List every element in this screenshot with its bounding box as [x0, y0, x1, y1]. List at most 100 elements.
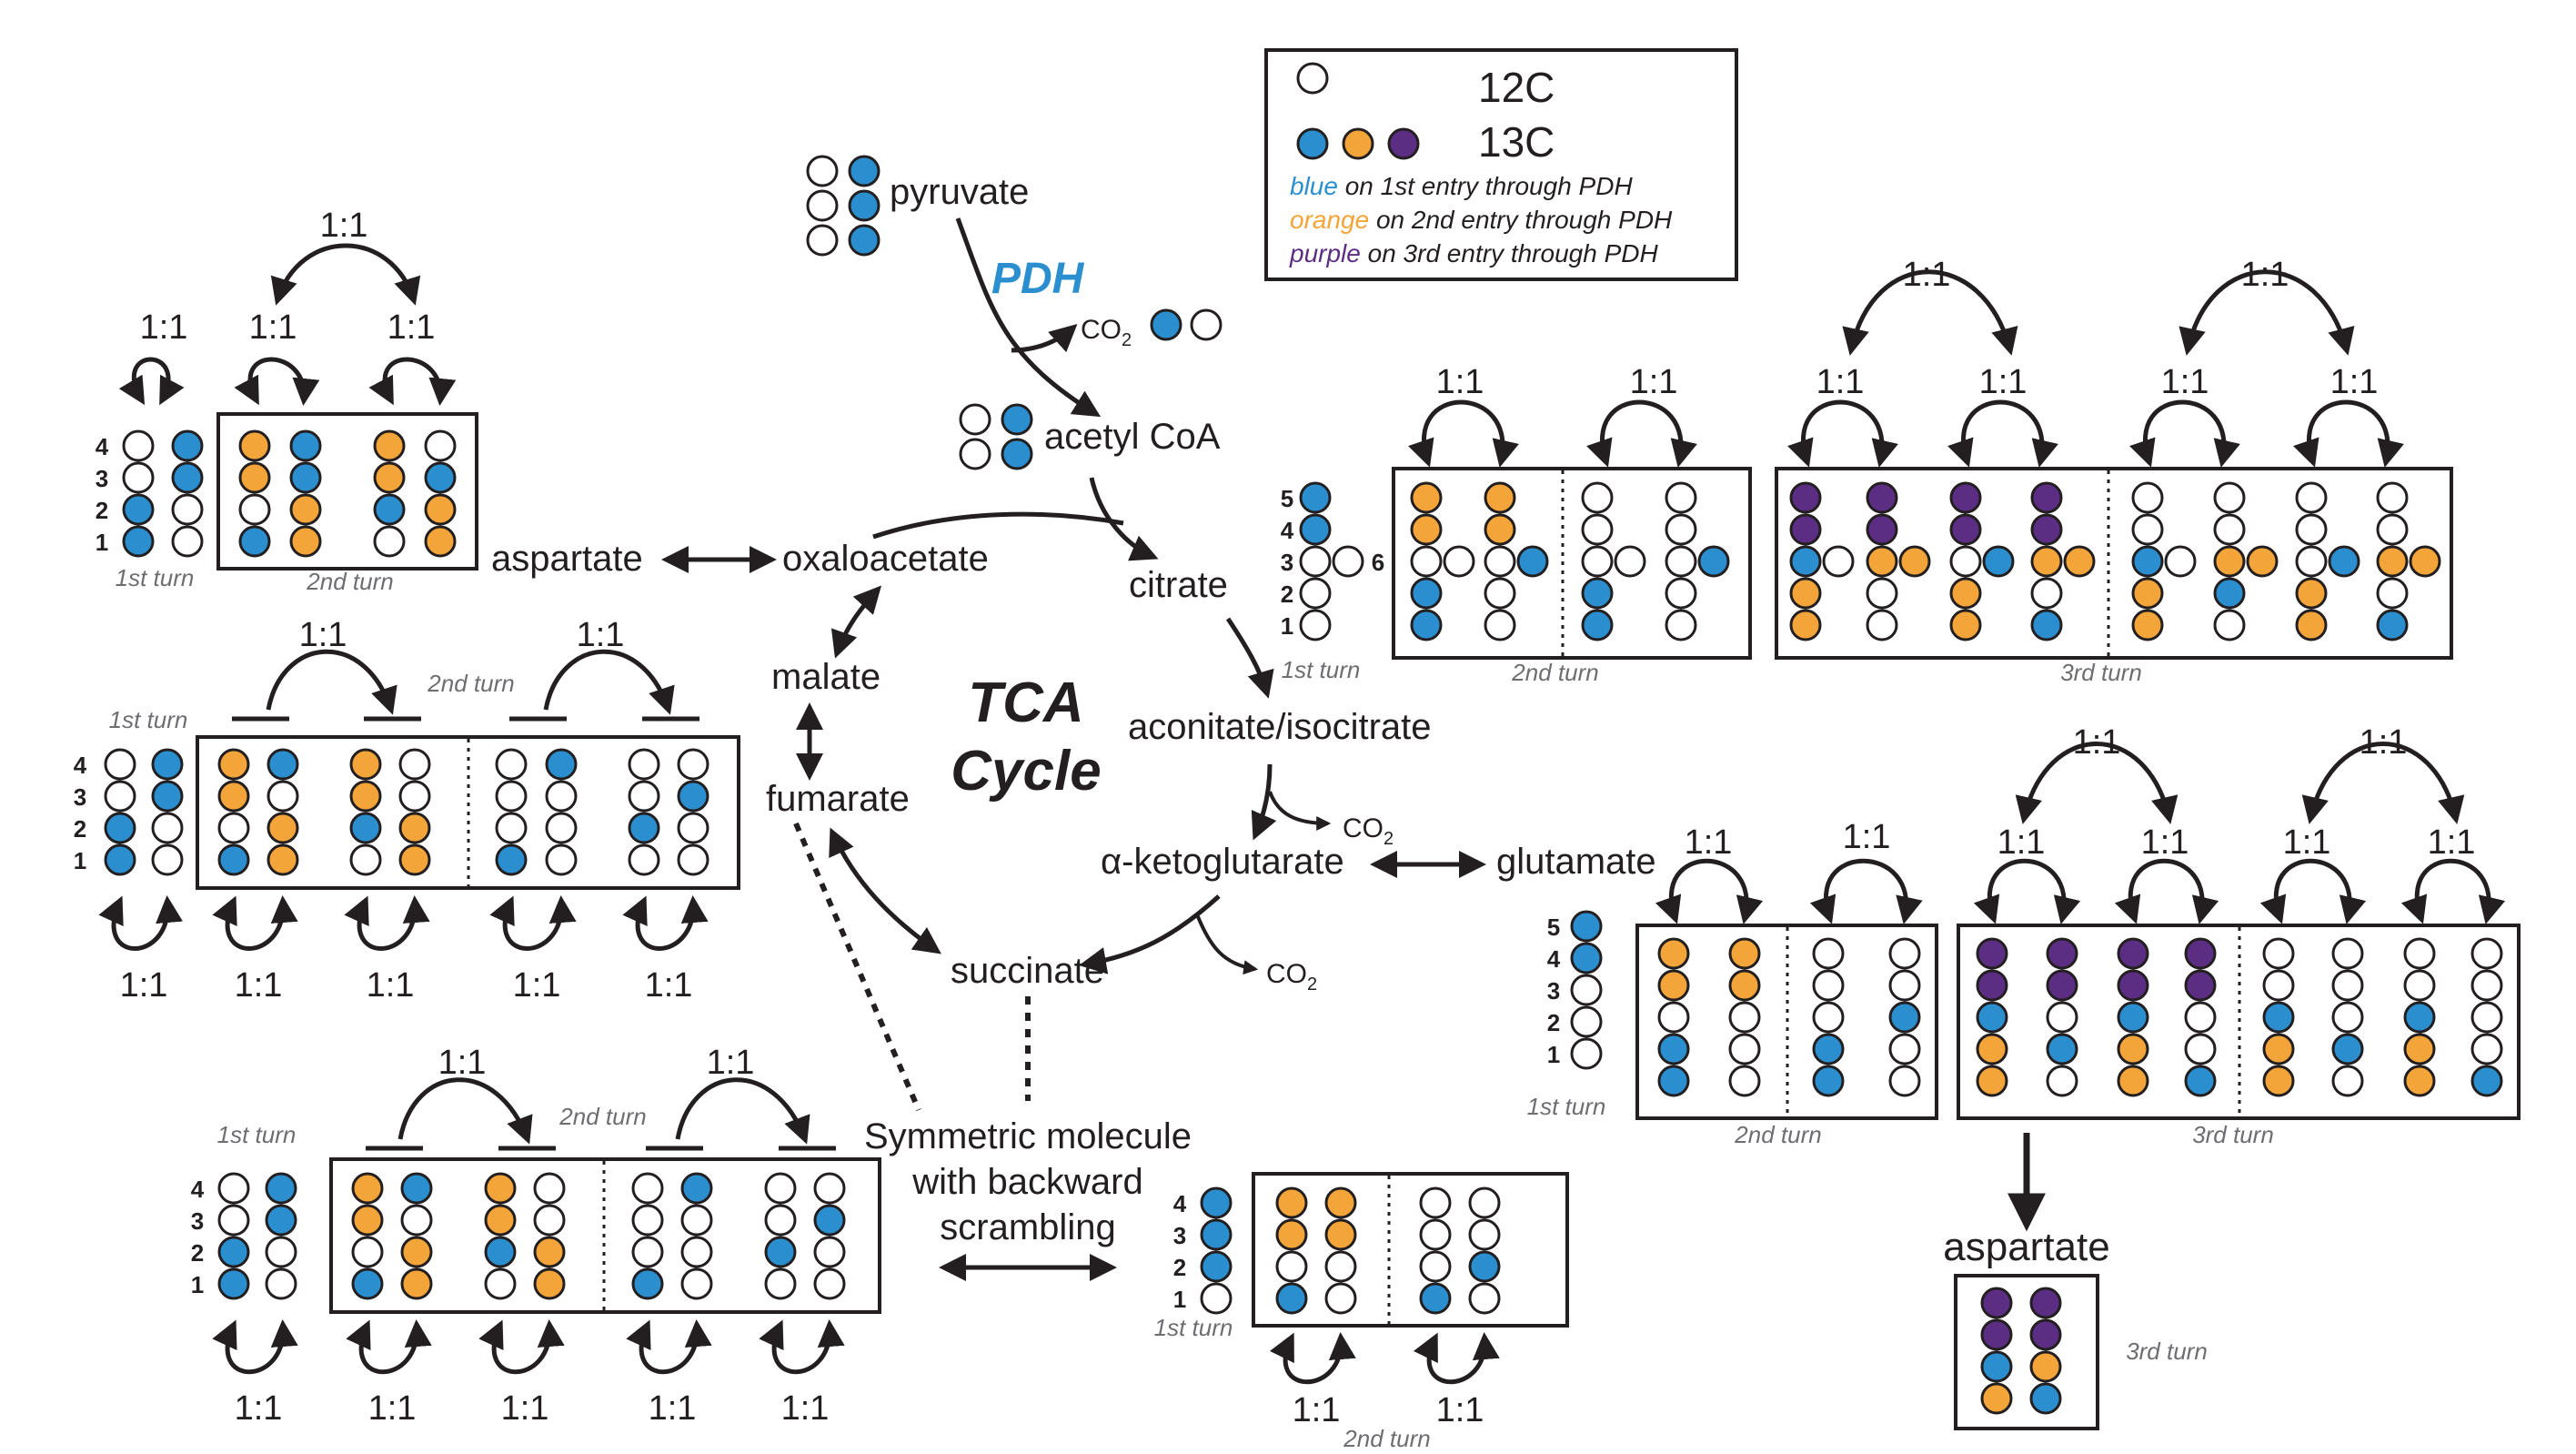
cit-2nd-ratio-a: 1:1	[1436, 363, 1484, 401]
carbon-atom	[813, 1267, 846, 1300]
carbon-atom	[424, 525, 457, 558]
carbon-atom	[289, 461, 322, 494]
carbon-atom	[267, 843, 299, 876]
carbon-atom	[1324, 1282, 1357, 1315]
akg-3rd-swap-top-b	[2301, 742, 2465, 824]
cit-2nd-turn-box	[1392, 467, 1752, 660]
carbon-atom	[1324, 1218, 1357, 1251]
carbon-atom	[238, 525, 271, 558]
svg-text:2: 2	[1547, 1009, 1560, 1036]
akg-3rd-turn-molecules	[1976, 937, 2503, 1097]
svg-text:4: 4	[74, 752, 87, 779]
carbon-atom	[1484, 481, 1516, 514]
carbon-atom	[217, 843, 250, 876]
svg-text:1: 1	[191, 1271, 204, 1298]
carbon-atom	[2213, 577, 2246, 610]
carbon-atom	[495, 843, 528, 876]
akg-2nd-ratio-b: 1:1	[1843, 818, 1891, 856]
panel-citrate: 5 4 3 2 1 6 1st turn 2nd turn 1:1 1:1 3r…	[1281, 256, 2453, 686]
legend: 12C 13C blue on 1st entry through PDH or…	[1264, 48, 1738, 281]
akg-2nd-swap-a	[1655, 858, 1764, 924]
suc-2nd-turn-molecules	[351, 1172, 846, 1300]
aconitate-to-akg-arrow	[1251, 763, 1277, 841]
svg-text:3: 3	[1547, 977, 1560, 1005]
carbon-atom	[495, 812, 528, 844]
carbon-atom	[217, 812, 250, 844]
akg-3rd-ratio-2: 1:1	[2141, 823, 2189, 862]
carbon-atom	[373, 429, 406, 462]
carbon-atom	[2213, 513, 2246, 546]
carbon-atom	[2046, 1065, 2078, 1097]
asp-2nd-turn-box	[216, 412, 478, 570]
carbon-atom	[1888, 1001, 1921, 1034]
sym-turn2-label: 2nd turn	[1343, 1425, 1430, 1452]
cit-3rd-ratio-2: 1:1	[1979, 363, 2028, 401]
carbon-atom	[238, 461, 271, 494]
carbon-atom	[1410, 513, 1443, 546]
carbon-atom	[151, 812, 184, 844]
carbon-atom	[217, 1204, 250, 1237]
carbon-atom	[2030, 545, 2063, 578]
carbon-atom	[495, 780, 528, 813]
fum-swap-bottom-4	[489, 895, 577, 951]
legend-13c-purple	[1387, 127, 1420, 160]
aspartate-3rd-molecule	[1980, 1287, 2062, 1415]
asp-1st-swap-arrow	[118, 357, 185, 406]
suc-swap-bottom-1	[212, 1319, 298, 1375]
carbon-atom	[1949, 609, 1982, 641]
cit-3rd-swap-2	[1947, 399, 2058, 468]
svg-text:3: 3	[191, 1207, 204, 1235]
carbon-atom	[1976, 969, 2008, 1002]
carbon-atom	[1581, 577, 1614, 610]
asp-turn2-label: 2nd turn	[306, 568, 393, 595]
legend-box	[1264, 48, 1738, 281]
carbon-atom	[848, 189, 880, 222]
carbon-atom	[628, 748, 660, 781]
carbon-atom	[1275, 1250, 1308, 1283]
akg-label: α-ketoglutarate	[1101, 842, 1344, 882]
carbon-atom	[171, 525, 204, 558]
carbon-atom	[2262, 969, 2295, 1002]
aspartate-label-oaa: aspartate	[491, 539, 643, 579]
sym-1st-turn-molecule	[1200, 1186, 1233, 1315]
carbon-atom	[2030, 577, 2063, 610]
carbon-atom	[1665, 481, 1697, 514]
carbon-atom	[122, 525, 155, 558]
position-numbers-fum: 4 3 2 1	[74, 752, 87, 874]
akg-3rd-swap-1	[1973, 858, 2081, 924]
carbon-atom	[1299, 481, 1332, 514]
cit-2nd-turn-molecules	[1410, 481, 1697, 641]
cit-3rd-swap-top-a	[1842, 269, 2018, 356]
carbon-atom	[677, 812, 709, 844]
akg-to-succinate-arrow	[1079, 894, 1221, 974]
legend-line-orange: orange on 2nd entry through PDH	[1290, 206, 1673, 234]
carbon-atom	[1570, 942, 1603, 974]
akg-3rd-ratio-top-a: 1:1	[2073, 723, 2121, 762]
carbon-atom	[1299, 577, 1332, 610]
carbon-atom	[1419, 1186, 1452, 1219]
akg-turn2-label: 2nd turn	[1734, 1121, 1821, 1148]
carbon-atom	[1866, 481, 1898, 514]
svg-text:2: 2	[96, 497, 108, 524]
fum-swap-bottom-1	[98, 895, 183, 951]
carbon-atom	[2295, 513, 2328, 546]
panel-aspartate-3rd: aspartate 3rd turn	[1943, 1225, 2208, 1430]
carbon-atom	[2117, 1065, 2149, 1097]
carbon-atom	[351, 1204, 384, 1237]
carbon-atom	[351, 1172, 384, 1205]
carbon-atom	[217, 1172, 250, 1205]
carbon-atom	[1200, 1250, 1233, 1283]
carbon-atom	[1484, 609, 1516, 641]
position-numbers-suc: 4 3 2 1	[191, 1176, 205, 1298]
carbon-atom	[959, 403, 991, 436]
fum-ratio-bottom-2: 1:1	[235, 966, 283, 1005]
acetyl-coa-molecule	[959, 403, 1033, 470]
carbon-atom	[1982, 545, 2015, 578]
carbon-atom	[2470, 1065, 2503, 1097]
cit-2nd-swap-a	[1408, 399, 1519, 468]
carbon-atom	[1888, 969, 1921, 1002]
carbon-atom	[1665, 545, 1697, 578]
carbon-atom	[1866, 609, 1898, 641]
carbon-atom	[2030, 609, 2063, 641]
